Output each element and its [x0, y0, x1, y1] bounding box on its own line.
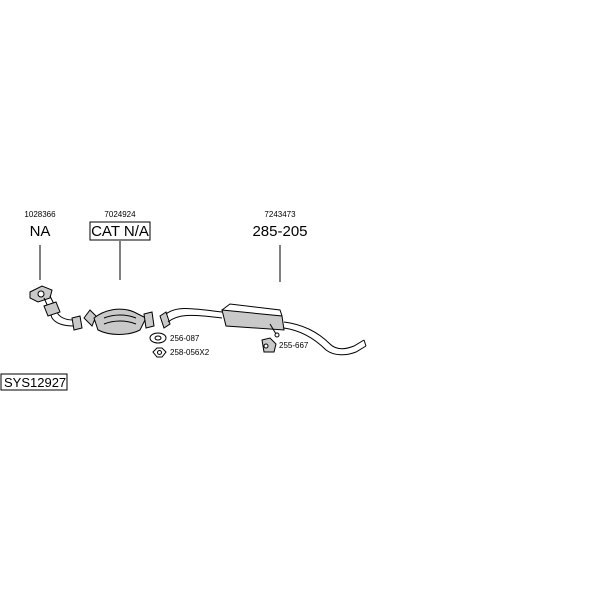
rear-section-ref: 7243473: [264, 210, 296, 219]
rear-section-part: [159, 303, 367, 356]
catalyst-label: CAT N/A: [91, 223, 149, 240]
catalyst-part: [83, 308, 155, 335]
downpipe-part: [29, 285, 83, 331]
system-code: SYS12927: [4, 375, 66, 390]
rubber-mount-icon: [261, 337, 277, 353]
gasket-ref: 256-087: [170, 334, 200, 343]
rear-section-label: 285-205: [252, 223, 307, 240]
downpipe-label: NA: [30, 223, 51, 240]
nut-icon: [152, 347, 167, 358]
nut-ref: 258-056X2: [170, 348, 210, 357]
system-code-box: [0, 373, 68, 391]
catalyst-ref: 7024924: [104, 210, 136, 219]
downpipe-ref: 1028366: [24, 210, 56, 219]
rubber-mount-ref: 255-667: [279, 341, 309, 350]
catalyst-label-box: [89, 221, 151, 241]
gasket-icon: [149, 332, 167, 344]
